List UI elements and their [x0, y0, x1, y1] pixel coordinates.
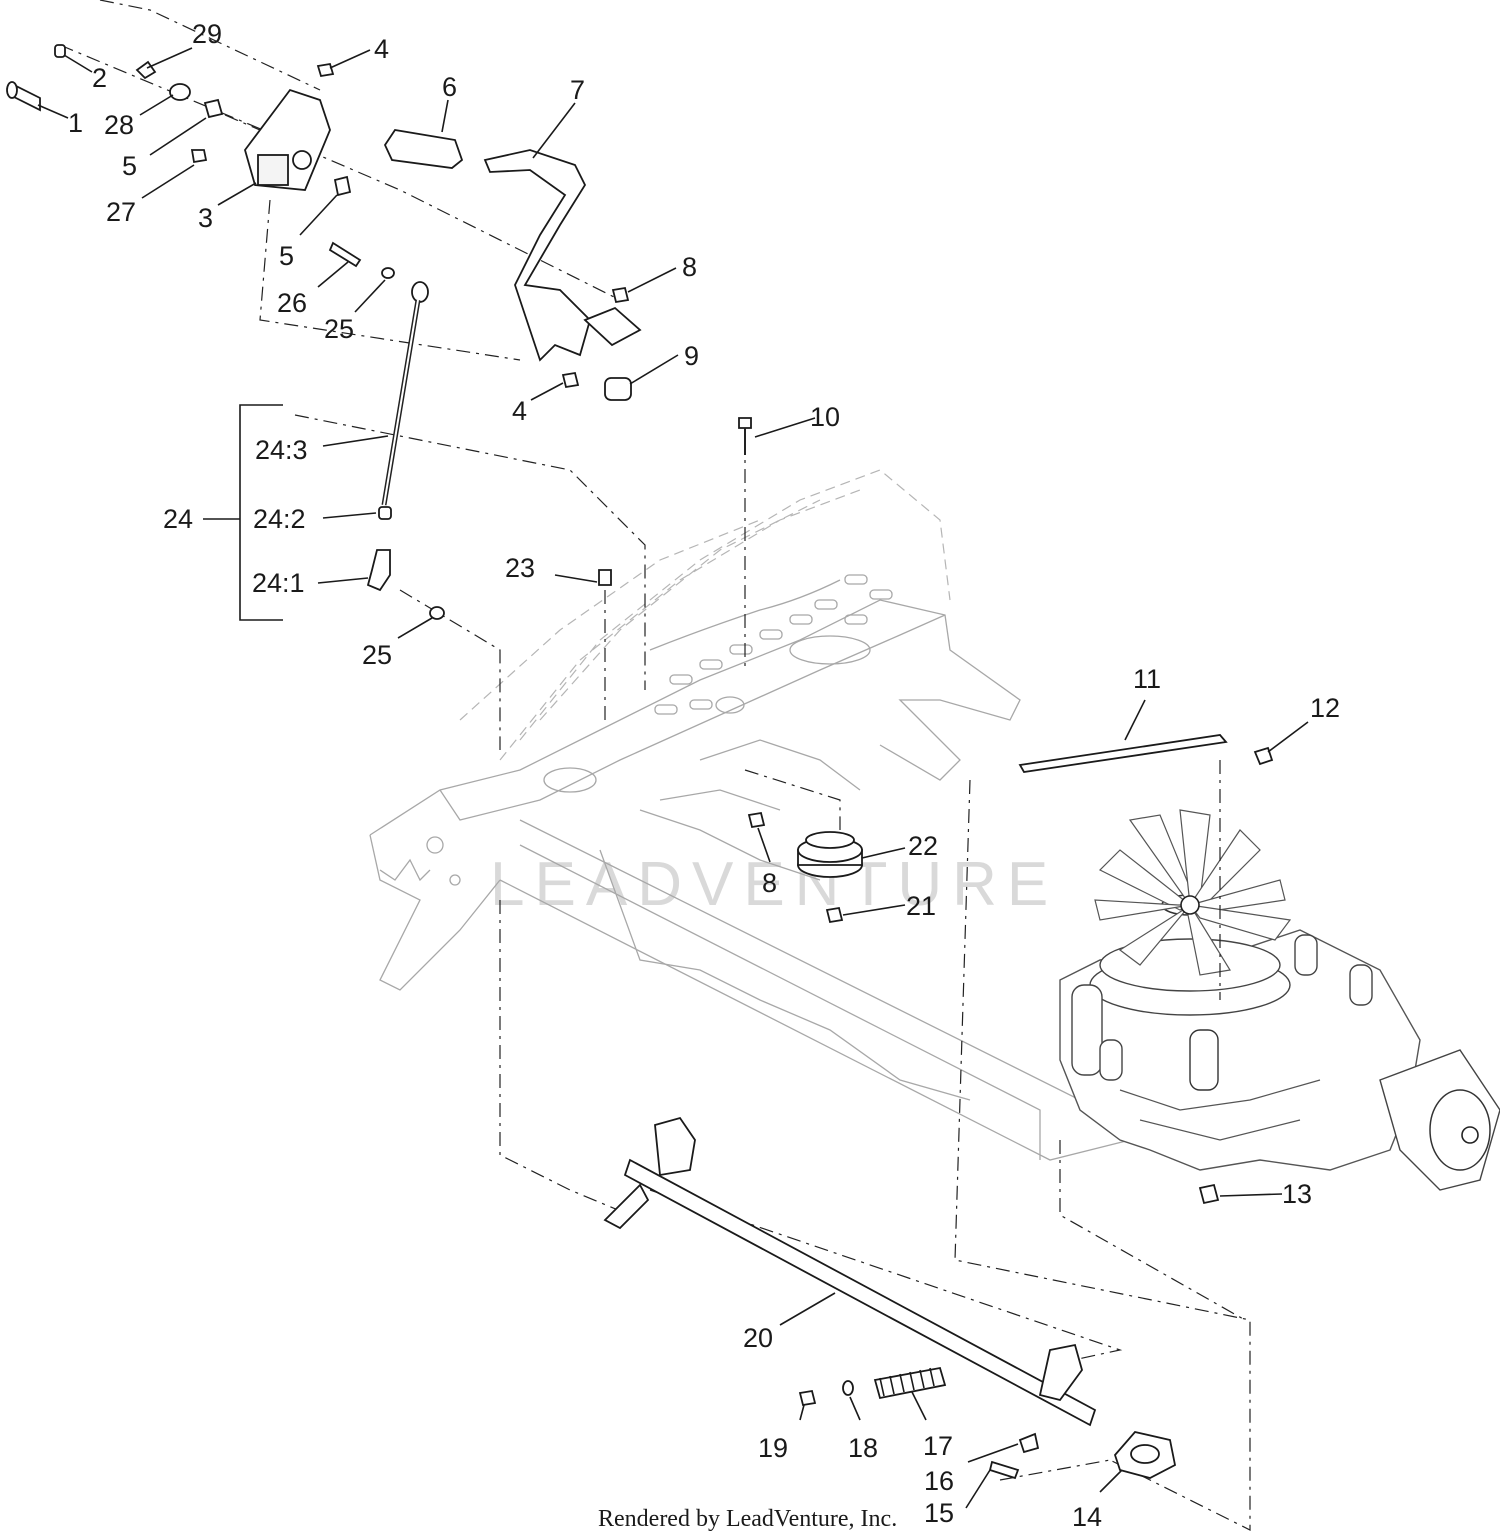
- callout-4: 4: [374, 34, 389, 64]
- cross-shaft-assembly: [603, 1116, 1177, 1480]
- callout-labels: 1 2 29 4 28 5 27 3 5 6 7 8 26 25 9 4 10 …: [68, 19, 1340, 1532]
- callout-19: 19: [758, 1433, 788, 1463]
- callout-11: 11: [1133, 664, 1161, 694]
- callout-5: 5: [122, 151, 137, 181]
- callout-1: 1: [68, 108, 83, 138]
- callout-22: 22: [908, 831, 938, 861]
- callout-15: 15: [924, 1498, 954, 1528]
- credit-text: Rendered by LeadVenture, Inc.: [598, 1506, 897, 1532]
- callout-10: 10: [810, 402, 840, 432]
- callout-25: 25: [324, 314, 354, 344]
- callout-13: 13: [1282, 1179, 1312, 1209]
- callout-7: 7: [570, 75, 585, 105]
- callout-24-3: 24:3: [255, 435, 308, 465]
- callout-21: 21: [906, 891, 936, 921]
- transmission-assembly: [1059, 809, 1500, 1191]
- callout-24-2: 24:2: [253, 504, 306, 534]
- callout-27: 27: [106, 197, 136, 227]
- callout-25-lower: 25: [362, 640, 392, 670]
- brake-rod-assembly: [239, 281, 429, 621]
- callout-4-lower: 4: [512, 396, 527, 426]
- callout-16: 16: [924, 1466, 954, 1496]
- brake-pedal-assembly: [6, 44, 642, 620]
- callout-14: 14: [1072, 1502, 1102, 1532]
- callout-9: 9: [684, 341, 699, 371]
- callout-6: 6: [442, 72, 457, 102]
- callout-12: 12: [1310, 693, 1340, 723]
- center-parts: [598, 417, 1274, 1205]
- callout-8-lower: 8: [762, 868, 777, 898]
- callout-5-lower: 5: [279, 241, 294, 271]
- callout-18: 18: [848, 1433, 878, 1463]
- callout-2: 2: [92, 63, 107, 93]
- callout-29: 29: [192, 19, 222, 49]
- callout-23: 23: [505, 553, 535, 583]
- callout-24-1: 24:1: [252, 568, 305, 598]
- leader-lines: [37, 47, 1309, 1509]
- callout-28: 28: [104, 110, 134, 140]
- callout-24: 24: [163, 504, 193, 534]
- callout-8: 8: [682, 252, 697, 282]
- callout-26: 26: [277, 288, 307, 318]
- callout-20: 20: [743, 1323, 773, 1353]
- callout-17: 17: [923, 1431, 953, 1461]
- callout-3: 3: [198, 203, 213, 233]
